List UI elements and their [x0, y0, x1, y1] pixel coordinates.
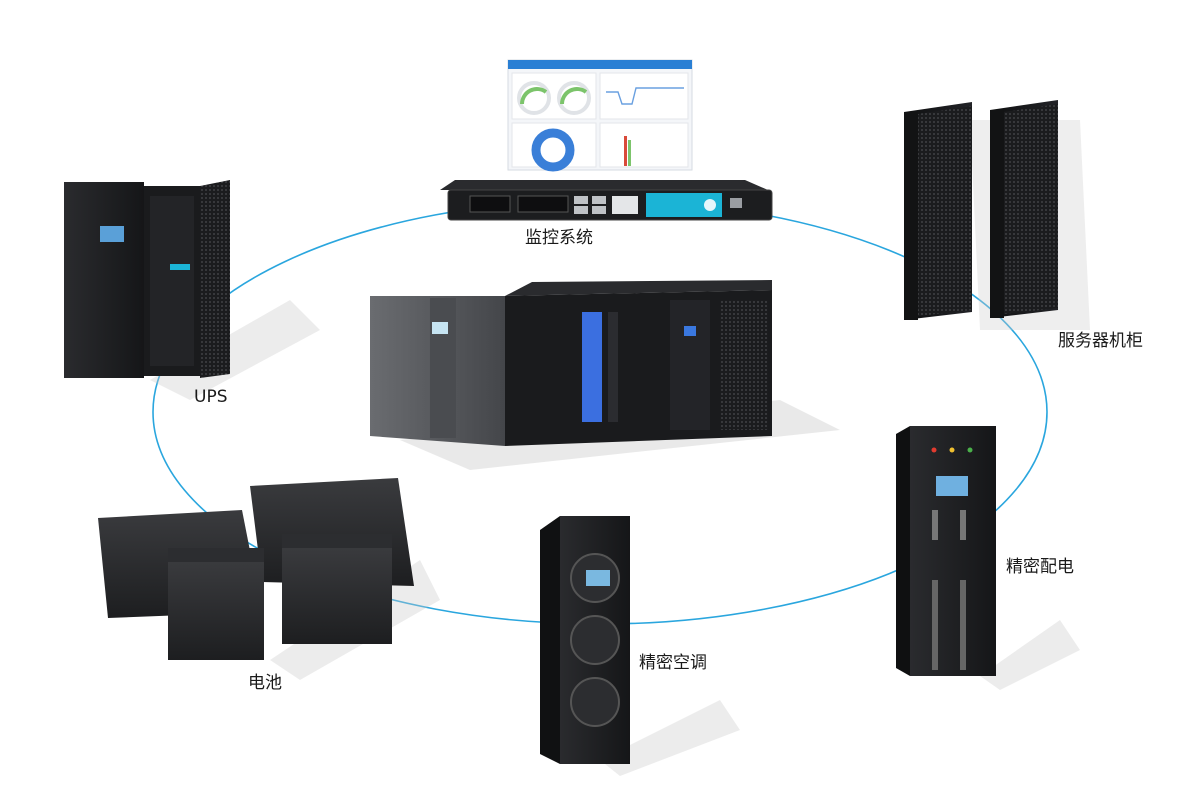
monitor-system-device [440, 59, 773, 221]
server-rack-device [904, 100, 1090, 330]
precision-pdu-device [896, 426, 1080, 690]
ups-device [64, 180, 320, 400]
central-datacenter-device [370, 280, 840, 470]
battery-device [98, 478, 440, 680]
battery-label: 电池 [248, 673, 282, 693]
server-rack-label: 服务器机柜 [1058, 331, 1143, 351]
precision-ac-device [540, 516, 740, 776]
monitor-label: 监控系统 [525, 228, 593, 248]
ups-label: UPS [194, 387, 228, 407]
pdu-label: 精密配电 [1006, 557, 1074, 577]
ac-label: 精密空调 [639, 653, 707, 673]
